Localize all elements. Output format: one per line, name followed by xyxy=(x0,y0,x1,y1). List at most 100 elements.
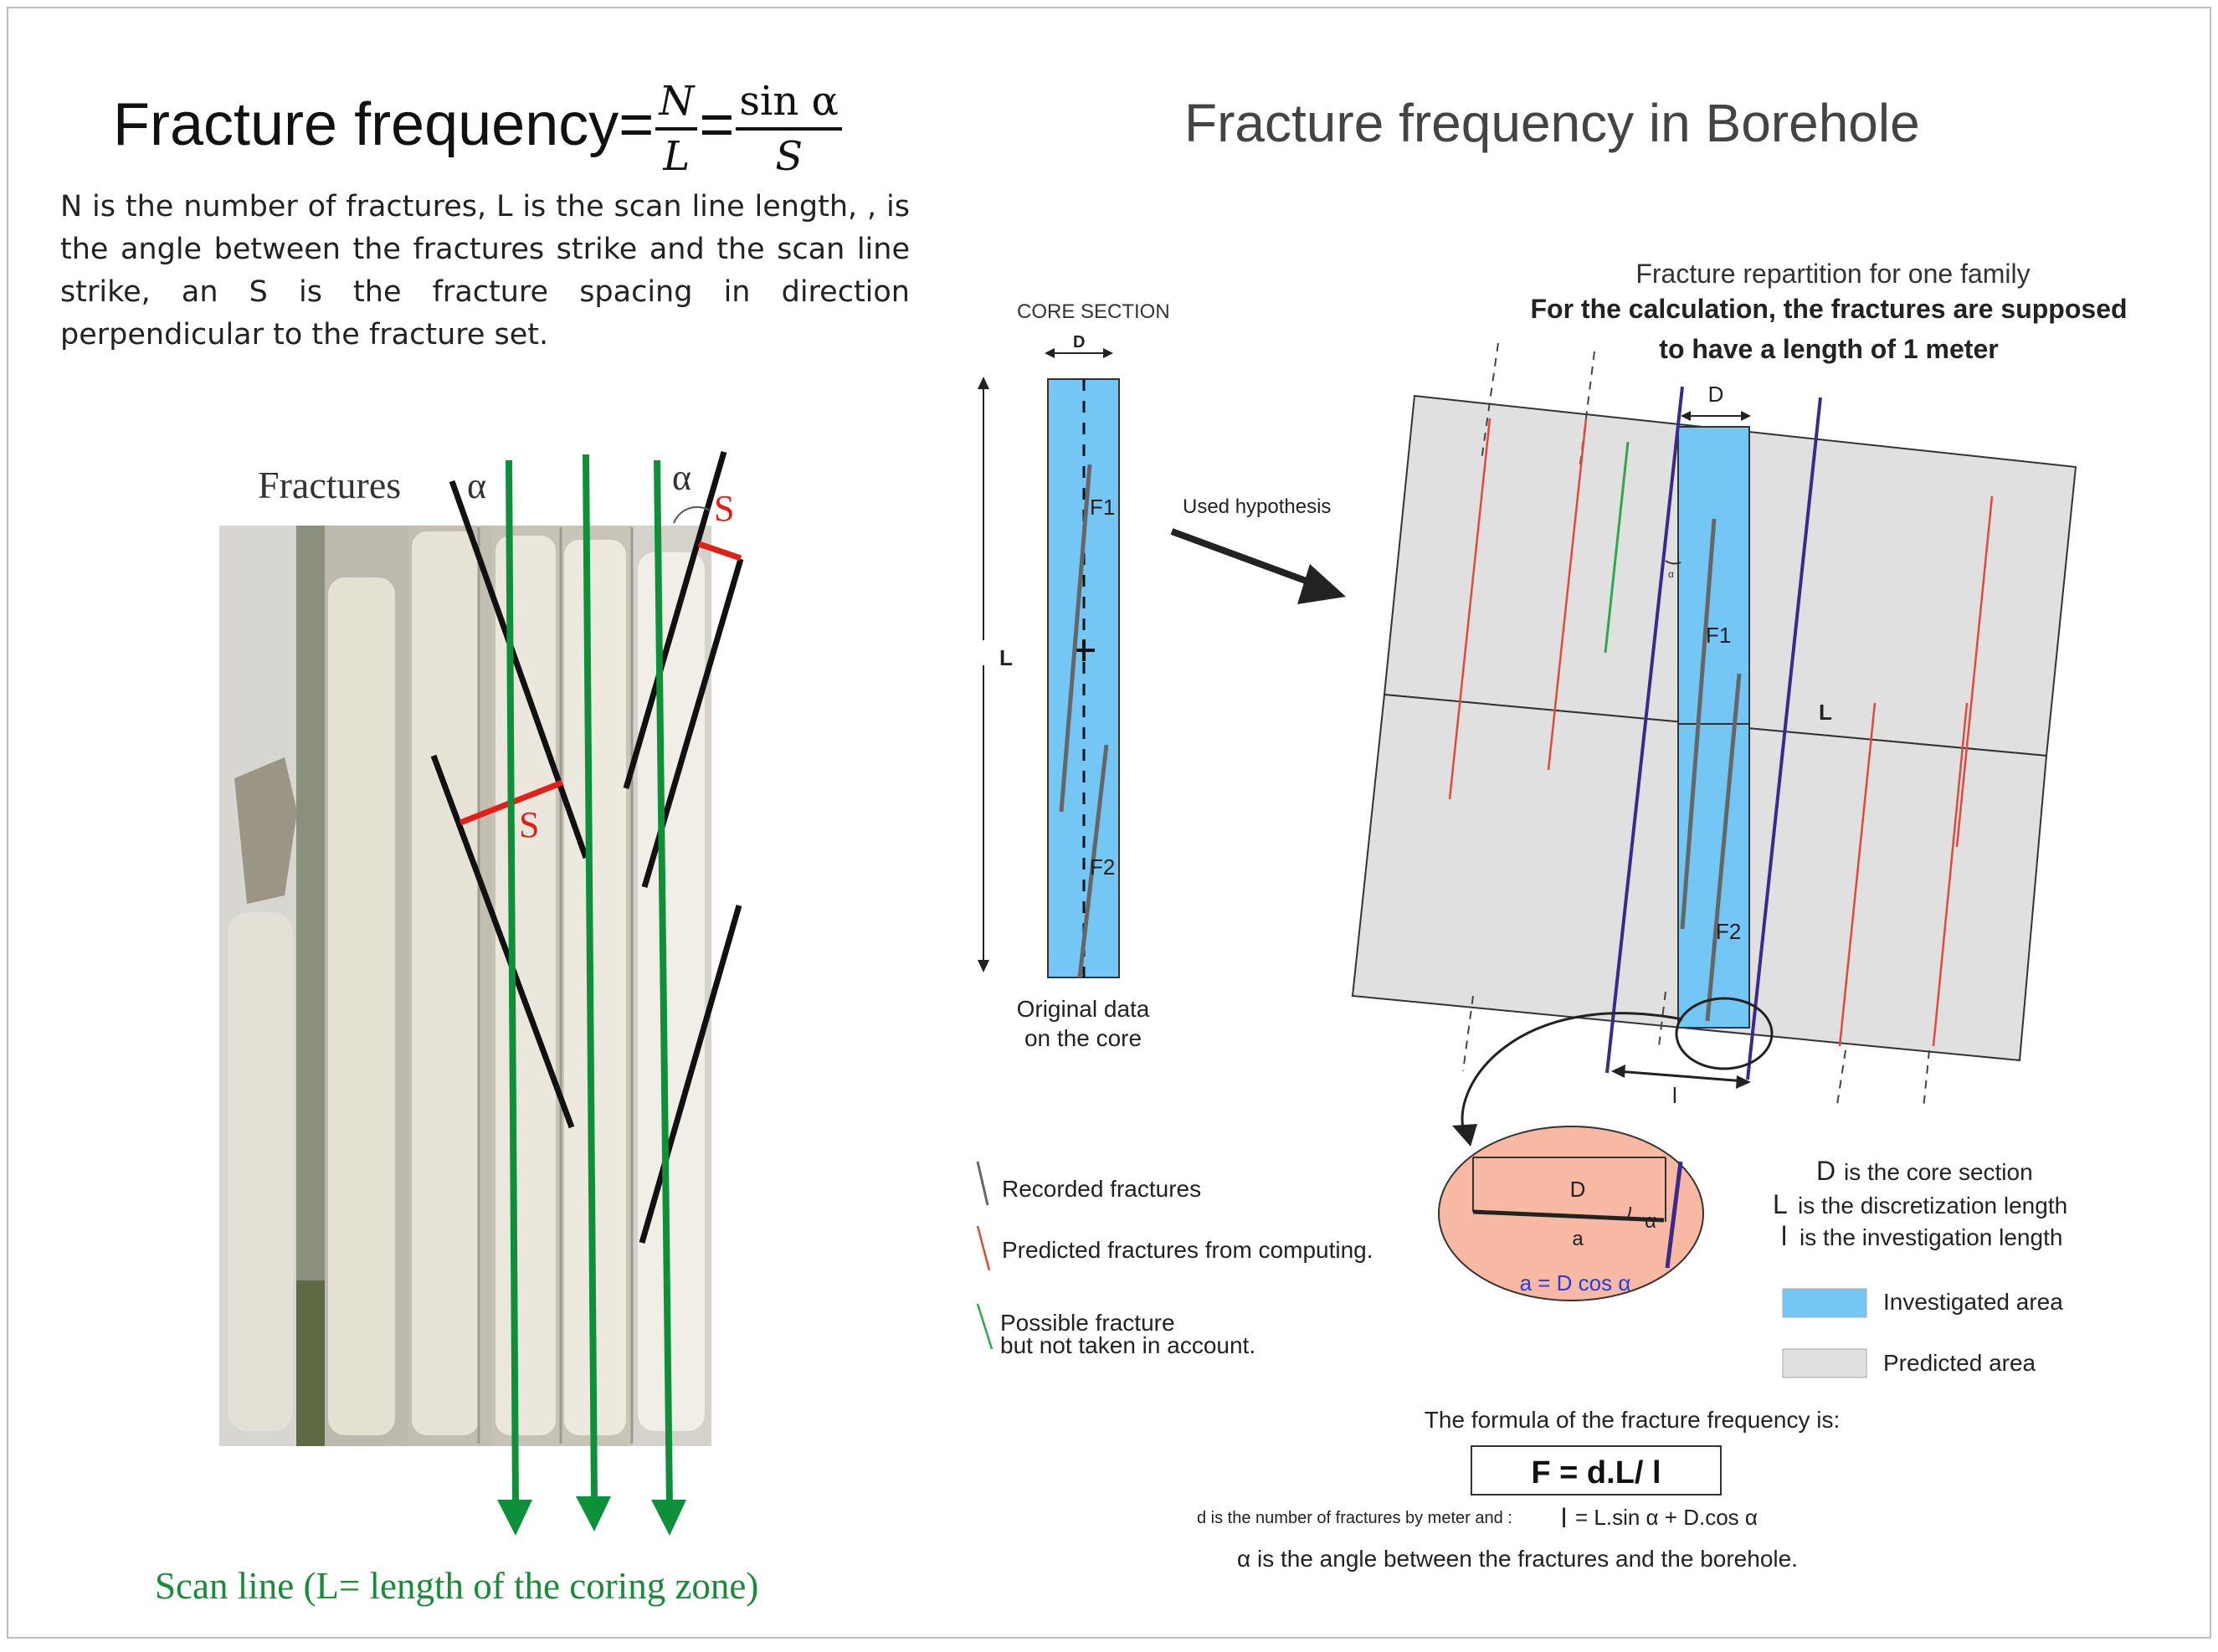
predicted-fracture-5 xyxy=(1932,702,1969,1047)
dash-ext-4 xyxy=(1658,991,1666,1047)
zoom-curve xyxy=(1461,1012,1683,1135)
spacing-line-2 xyxy=(697,541,742,562)
small-l-dim xyxy=(1616,1070,1746,1083)
formula-l-sym: l xyxy=(1561,1503,1567,1533)
core-stick-4 xyxy=(495,536,556,1435)
legend-possible-1: Possible fracture xyxy=(1000,1310,1175,1336)
fracture-line-1 xyxy=(449,480,589,859)
dash-ext-6 xyxy=(1923,1049,1930,1110)
fracture-line-3 xyxy=(623,451,727,789)
formula-box xyxy=(1471,1445,1722,1496)
core-l-arrow-bottom xyxy=(978,960,989,972)
strip-f1-label: F1 xyxy=(1706,623,1731,648)
core-l-label: L xyxy=(999,645,1013,670)
core-photo-figure: Fractures α α S S Scan line (L= length o… xyxy=(155,451,758,1607)
detail-purple-line xyxy=(1665,1161,1683,1269)
rep-d-arrow-right xyxy=(1741,411,1751,421)
core-rubble xyxy=(234,757,297,904)
legend-predicted-area-swatch xyxy=(1782,1348,1867,1378)
small-l-arrow-left xyxy=(1611,1065,1625,1078)
core-fracture-f1 xyxy=(1059,464,1092,813)
core-d-arrow-right xyxy=(1103,348,1113,358)
scan-line-3 xyxy=(654,459,673,1509)
strip-fracture-f1 xyxy=(1680,518,1717,930)
core-stick-1 xyxy=(228,912,293,1431)
dash-ext-5 xyxy=(1836,1049,1846,1106)
core-divider-dark xyxy=(296,1280,325,1446)
legend-l-def: is the discretization length xyxy=(1798,1193,2067,1218)
formula-s: S xyxy=(775,133,804,180)
detail-d-label: D xyxy=(1570,1177,1586,1202)
repartition-line-2: For the calculation, the fractures are s… xyxy=(1530,294,2127,324)
legend-predicted: Predicted fractures from computing. xyxy=(1002,1237,1373,1263)
formula-sin-alpha: sin α xyxy=(736,75,842,131)
detail-formula: a = D cos α xyxy=(1520,1270,1631,1295)
legend-d-def: is the core section xyxy=(1844,1159,2033,1185)
legend-possible-swatch xyxy=(976,1303,993,1350)
formula-intro: The formula of the fracture frequency is… xyxy=(1425,1407,1840,1433)
core-stick-3 xyxy=(412,531,479,1435)
scan-arrow-head-3 xyxy=(651,1500,686,1536)
legend-recorded: Recorded fractures xyxy=(1002,1176,1201,1202)
core-fracture-f2 xyxy=(1077,744,1109,978)
boundary-line-right xyxy=(1746,397,1822,1080)
core-section-label: CORE SECTION xyxy=(1017,300,1170,323)
formula-definition: N is the number of fractures, L is the s… xyxy=(60,190,910,351)
possible-fracture xyxy=(1604,441,1630,654)
fractures-label: Fractures xyxy=(258,464,401,506)
scan-arrow-head-1 xyxy=(497,1500,532,1536)
repartition-line-1: Fracture repartition for one family xyxy=(1635,259,2030,289)
predicted-fracture-1 xyxy=(1448,418,1492,800)
core-stick-6 xyxy=(638,552,705,1431)
fracture-line-2 xyxy=(430,754,575,1129)
formula-alpha-note: α is the angle between the fractures and… xyxy=(1237,1546,1798,1572)
detail-ellipse xyxy=(1438,1126,1704,1301)
alpha-label-1: α xyxy=(467,465,486,506)
spacing-label-1: S xyxy=(519,804,539,845)
formula-l-expr: = L.sin α + D.cos α xyxy=(1575,1505,1758,1530)
detail-alpha-arc xyxy=(1627,1206,1631,1218)
strip-alpha-arc xyxy=(1665,560,1681,565)
scan-line-caption: Scan line (L= length of the coring zone) xyxy=(155,1565,758,1607)
core-l-bg xyxy=(975,640,1000,665)
alpha-arc xyxy=(673,505,711,524)
legend-investigated: Investigated area xyxy=(1883,1289,2063,1315)
formula-n: N xyxy=(659,78,695,125)
scan-line-1 xyxy=(506,459,519,1509)
borehole-title: Fracture frequency in Borehole xyxy=(1184,93,1920,153)
hypothesis-arrow-head xyxy=(1297,564,1346,604)
formula-boxed: F = d.L/ l xyxy=(1531,1455,1661,1490)
fracture-line-5 xyxy=(639,905,742,1244)
small-l-label: l xyxy=(1672,1083,1677,1108)
scan-line-2 xyxy=(583,454,598,1503)
small-l-arrow-right xyxy=(1736,1075,1751,1089)
dash-ext-3 xyxy=(1462,995,1474,1072)
detail-a-label: a xyxy=(1572,1228,1584,1250)
spacing-label-2: S xyxy=(714,488,734,529)
legend-li-def: is the investigation length xyxy=(1800,1224,2062,1250)
core-stick-5 xyxy=(564,540,626,1435)
alpha-label-2: α xyxy=(672,457,691,498)
core-f2-label: F2 xyxy=(1090,854,1115,880)
core-caption-2: on the core xyxy=(1024,1025,1142,1051)
core-caption-1: Original data xyxy=(1017,996,1150,1022)
hypothesis-arrow-shaft xyxy=(1170,528,1332,593)
formula-l: L xyxy=(663,133,691,180)
legend-predicted-area: Predicted area xyxy=(1883,1350,2036,1376)
dash-ext-1 xyxy=(1481,342,1499,461)
predicted-fracture-3 xyxy=(1955,495,1994,848)
hypothesis-label: Used hypothesis xyxy=(1183,495,1331,518)
predicted-fracture-2 xyxy=(1547,418,1588,771)
core-d-arrow-left xyxy=(1045,348,1055,358)
legend-recorded-swatch xyxy=(976,1161,989,1206)
legend-investigated-swatch xyxy=(1782,1288,1867,1318)
strip-fracture-f2 xyxy=(1705,673,1742,1022)
rep-l-label: L xyxy=(1819,700,1832,725)
legend-predicted-swatch xyxy=(976,1225,991,1271)
predicted-fracture-4 xyxy=(1838,702,1877,1047)
detail-alpha-label: α xyxy=(1645,1210,1656,1233)
